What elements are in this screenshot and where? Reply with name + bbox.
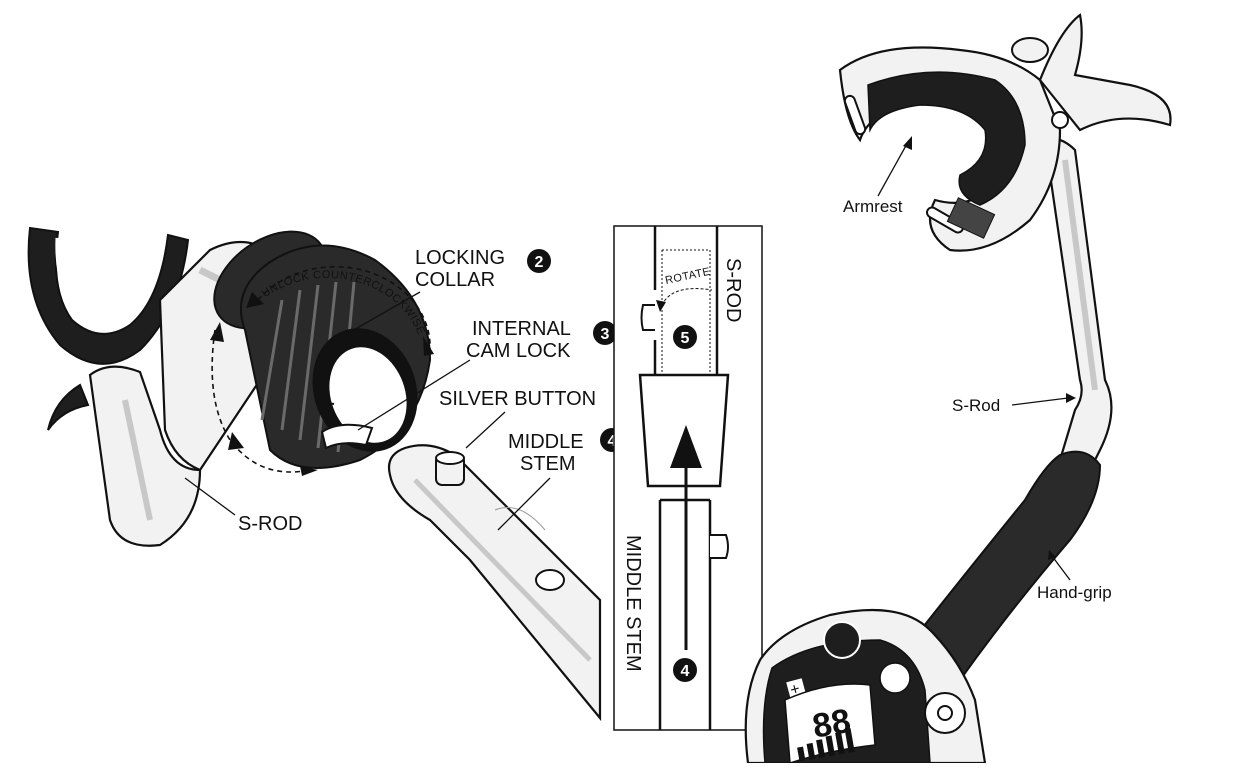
step-badge-4-inset [673, 658, 697, 682]
inset-panel: ROTATE 5 4 [613, 225, 763, 731]
hand-grip-leader [1051, 555, 1071, 581]
step-badge-5-number: 5 [681, 330, 690, 347]
silver-button-leader [465, 411, 506, 449]
s-rod-leader-right [1011, 397, 1069, 406]
stem-hole [535, 569, 565, 591]
locking-collar-label-line2: COLLAR [415, 269, 495, 291]
locking-collar-leader [344, 291, 421, 336]
middle-stem-tube [387, 444, 602, 722]
locking-collar [213, 230, 432, 469]
step-badge-4-number: 4 [608, 433, 617, 450]
inset-s-rod-label: S-ROD [722, 258, 744, 322]
armrest-leader [877, 141, 909, 197]
middle-stem-label-line1: MIDDLE [508, 431, 584, 453]
detector-illustration: + 88 [744, 13, 1172, 765]
locking-collar-label-line1: LOCKING [415, 247, 505, 269]
step-badge-2 [527, 249, 551, 273]
s-rod-leader-left [184, 477, 236, 516]
rotation-arrows [210, 265, 434, 476]
step-badge-5 [673, 325, 697, 349]
internal-cam-lock-leader [357, 359, 471, 431]
armrest-label: Armrest [843, 197, 903, 216]
step-badge-4-inset-number: 4 [681, 663, 690, 680]
internal-cam-lock-label-line2: CAM LOCK [466, 340, 571, 362]
silver-button-label: SILVER BUTTON [439, 388, 596, 410]
step-badge-3-number: 3 [601, 326, 610, 343]
middle-stem-label-line2: STEM [520, 453, 576, 475]
s-rod-label-right: S-Rod [952, 396, 1000, 415]
inset-middle-stem-label: MIDDLE STEM [622, 535, 644, 672]
middle-stem-leader [497, 477, 551, 531]
hand-grip-label: Hand-grip [1037, 583, 1112, 602]
s-rod-label-left: S-ROD [238, 513, 302, 535]
step-badge-3 [593, 321, 617, 345]
step-badge-2-number: 2 [535, 254, 544, 271]
internal-cam-lock-label-line1: INTERNAL [472, 318, 571, 340]
